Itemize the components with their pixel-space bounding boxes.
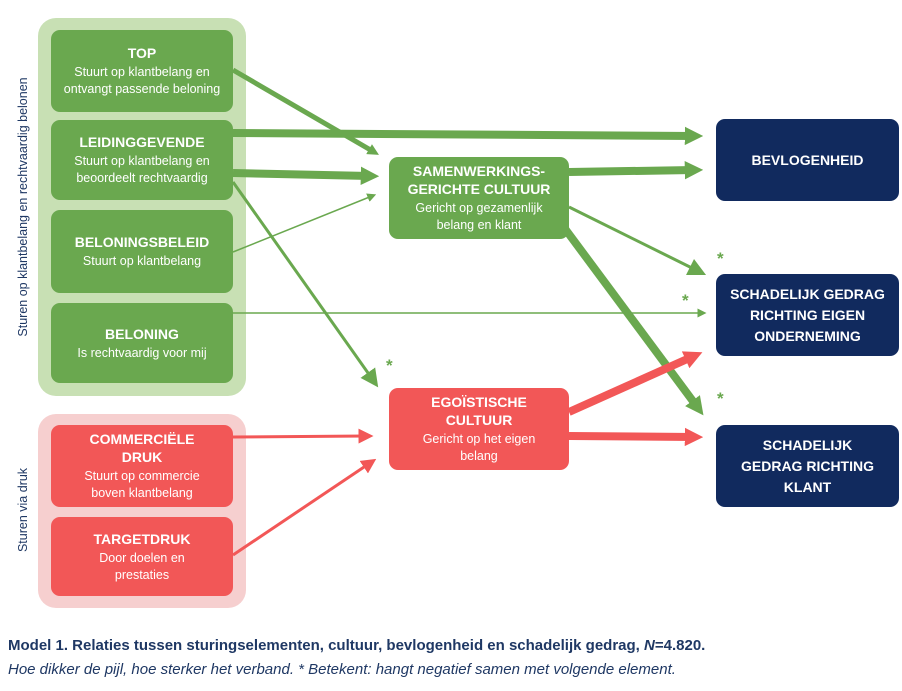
box-beloning: BELONING Is rechtvaardig voor mij	[51, 303, 233, 383]
arrow-samenwerking-schadelijk-klant	[556, 219, 704, 416]
box-top-title: TOP	[127, 45, 157, 61]
box-schadelijk-eigen: SCHADELIJK GEDRAG RICHTING EIGEN ONDERNE…	[716, 274, 899, 356]
arrow-egoistisch-schadelijk-klant	[568, 427, 704, 447]
box-schadelijk-klant: SCHADELIJK GEDRAG RICHTING KLANT	[716, 425, 899, 507]
box-leidinggevende-sub: Stuurt op klantbelang en beoordeelt rech…	[74, 154, 210, 185]
arrow-commerciele-egoistisch	[232, 428, 374, 444]
box-samenwerking-sub: Gericht op gezamenlijk belang en klant	[415, 201, 543, 232]
star-leidinggevende-egoistisch: *	[386, 356, 393, 375]
caption-note: Hoe dikker de pijl, hoe sterker het verb…	[8, 661, 676, 678]
box-beloning-sub: Is rechtvaardig voor mij	[77, 345, 207, 360]
box-leidinggevende-title: LEIDINGGEVENDE	[79, 134, 205, 150]
arrow-leidinggevende-bevlogenheid	[232, 126, 704, 146]
box-beloningsbeleid: BELONINGSBELEID Stuurt op klantbelang	[51, 210, 233, 293]
arrow-top-samenwerking	[231, 67, 379, 155]
box-beloningsbeleid-sub: Stuurt op klantbelang	[82, 254, 202, 268]
caption-n-value: =4.820.	[654, 637, 706, 654]
star-beloning-schadelijk-eigen: *	[682, 291, 689, 310]
box-samenwerkingsgerichte-cultuur: SAMENWERKINGS-GERICHTE CULTUUR Gericht o…	[389, 157, 569, 239]
box-schadelijk-klant-title: SCHADELIJK GEDRAG RICHTING KLANT	[741, 436, 874, 495]
caption-title: Model 1. Relaties tussen sturingselement…	[8, 637, 705, 654]
box-targetdruk-sub: Door doelen en prestaties	[99, 550, 185, 582]
box-commerciele-druk: COMMERCIËLE DRUK Stuurt op commercie bov…	[51, 425, 233, 507]
box-commerciele-title: COMMERCIËLE DRUK	[89, 431, 195, 465]
caption-n-label: N	[644, 637, 655, 654]
box-egoistisch-sub: Gericht op het eigen belang	[422, 432, 536, 463]
box-targetdruk: TARGETDRUK Door doelen en prestaties	[51, 517, 233, 596]
box-commerciele-sub: Stuurt op commercie boven klantbelang	[84, 469, 200, 500]
star-samenwerking-schadelijk-klant: *	[717, 389, 724, 408]
arrow-leidinggevende-egoistisch	[231, 181, 379, 388]
arrow-samenwerking-schadelijk-eigen	[568, 205, 707, 276]
box-beloning-title: BELONING	[105, 325, 179, 342]
box-targetdruk-title: TARGETDRUK	[93, 530, 191, 547]
box-top: TOP Stuurt op klantbelang en ontvangt pa…	[51, 30, 233, 112]
box-beloningsbeleid-title: BELONINGSBELEID	[74, 234, 210, 250]
box-bevlogenheid-title: BEVLOGENHEID	[751, 151, 864, 168]
arrow-targetdruk-egoistisch	[232, 458, 377, 557]
arrow-egoistisch-schadelijk-eigen	[567, 351, 703, 416]
box-bevlogenheid: BEVLOGENHEID	[716, 119, 899, 201]
arrow-beloningsbeleid-samenwerking	[232, 193, 377, 253]
box-leidinggevende: LEIDINGGEVENDE Stuurt op klantbelang en …	[51, 120, 233, 200]
box-egoistische-cultuur: EGOÏSTISCHE CULTUUR Gericht op het eigen…	[389, 388, 569, 470]
caption-bold: Model 1. Relaties tussen sturingselement…	[8, 637, 640, 654]
box-samenwerking-title: SAMENWERKINGS-GERICHTE CULTUUR	[407, 163, 551, 197]
box-schadelijk-eigen-title: SCHADELIJK GEDRAG RICHTING EIGEN ONDERNE…	[730, 285, 885, 344]
arrow-leidinggevende-samenwerking	[232, 166, 380, 185]
star-samenwerking-schadelijk-eigen: *	[717, 249, 724, 268]
box-top-sub: Stuurt op klantbelang en ontvangt passen…	[63, 65, 221, 96]
arrow-samenwerking-bevlogenheid	[568, 160, 704, 180]
box-egoistisch-title: EGOÏSTISCHE CULTUUR	[431, 394, 527, 428]
